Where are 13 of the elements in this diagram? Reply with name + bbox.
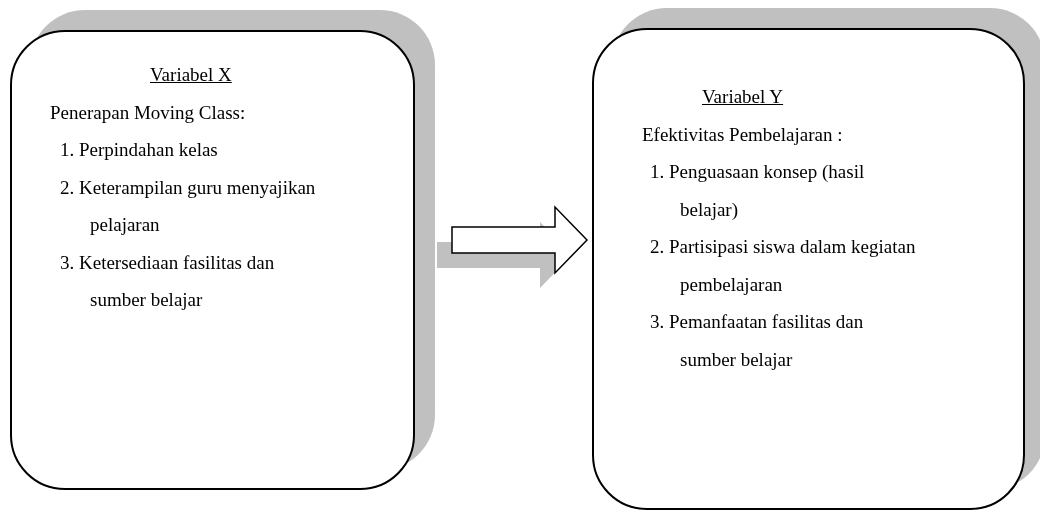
rounded-box [592,28,1025,510]
list-item: 1. Perpindahan kelas [60,138,219,162]
list-item: 1. Penguasaan konsep (hasil belajar) [650,160,866,222]
heading: Variabel Y [702,85,784,109]
block-arrow [437,205,589,288]
list-item: 2. Partisipasi siswa dalam kegiatan pembelajaran [650,235,917,297]
list-item: 2. Keterampilan guru menyajikan pelajaran [60,175,317,237]
heading: Variabel X [150,63,232,87]
rounded-box [10,30,415,490]
list-item: 3. Pemanfaatan fasilitas dan sumber belajar [650,310,865,372]
list-item: 3. Ketersediaan fasilitas dan sumber belajar [60,250,276,312]
subheading: Penerapan Moving Class: [50,100,246,125]
subheading: Efektivitas Pembelajaran : [642,122,843,147]
